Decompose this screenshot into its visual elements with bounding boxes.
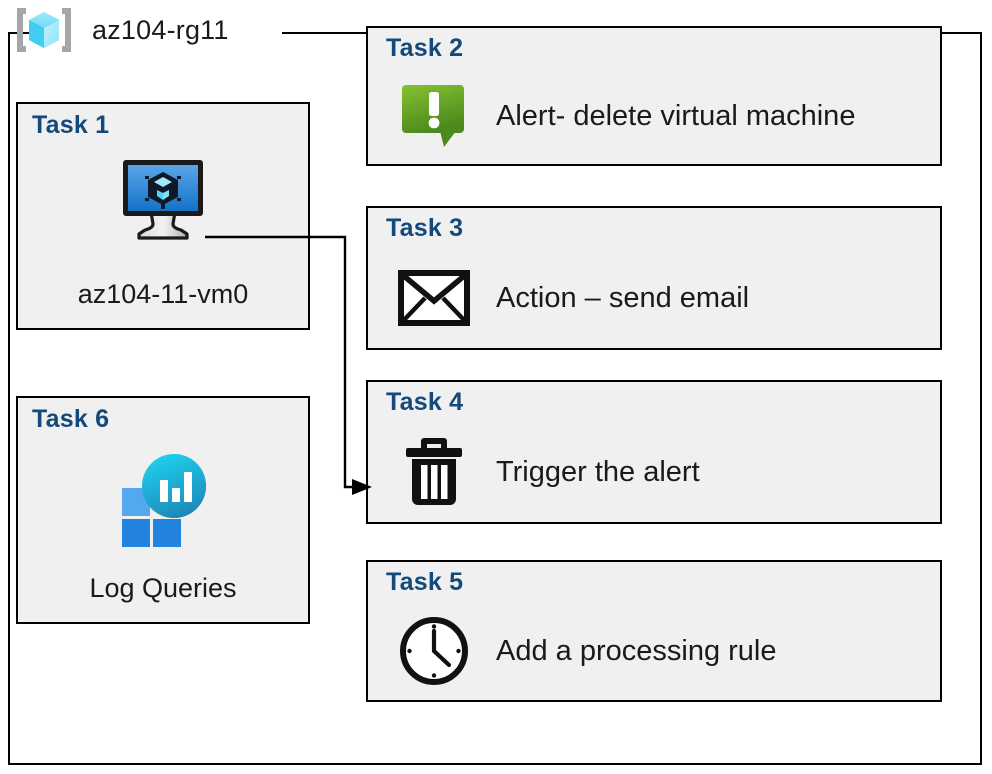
- azure-resource-group-icon: [12, 4, 76, 56]
- alert-exclamation-icon: [386, 81, 482, 151]
- trash-can-icon: [386, 434, 482, 510]
- task6-title: Task 6: [32, 405, 110, 433]
- task5-title: Task 5: [386, 568, 464, 596]
- task2-card[interactable]: Task 2 Alert- delete virtual machine: [366, 26, 942, 166]
- task4-card[interactable]: Task 4 Trigger the alert: [366, 380, 942, 524]
- task5-label: Add a processing rule: [496, 634, 777, 667]
- resource-group-label: az104-rg11: [92, 14, 229, 45]
- task2-title: Task 2: [386, 34, 464, 62]
- task1-caption: az104-11-vm0: [77, 279, 249, 309]
- resource-group-header: az104-rg11: [12, 2, 229, 58]
- virtual-machine-icon: [18, 156, 308, 242]
- task1-title: Task 1: [32, 111, 110, 139]
- task6-caption: Log Queries: [89, 573, 237, 603]
- task5-card[interactable]: Task 5 Add a processing rule: [366, 560, 942, 702]
- clock-icon: [386, 613, 482, 689]
- task3-label: Action – send email: [496, 281, 750, 314]
- task1-card[interactable]: Task 1: [16, 102, 310, 330]
- task6-card[interactable]: Task 6 Log Queries: [16, 396, 310, 624]
- envelope-icon: [386, 269, 482, 327]
- rg-border-left: [8, 32, 10, 765]
- rg-border-right: [980, 32, 982, 765]
- task2-label: Alert- delete virtual machine: [496, 99, 856, 132]
- task3-title: Task 3: [386, 214, 464, 242]
- rg-border-bottom: [8, 763, 982, 765]
- log-analytics-icon: [18, 450, 308, 550]
- task4-label: Trigger the alert: [496, 455, 700, 488]
- task4-title: Task 4: [386, 388, 464, 416]
- task3-card[interactable]: Task 3 Action – send email: [366, 206, 942, 350]
